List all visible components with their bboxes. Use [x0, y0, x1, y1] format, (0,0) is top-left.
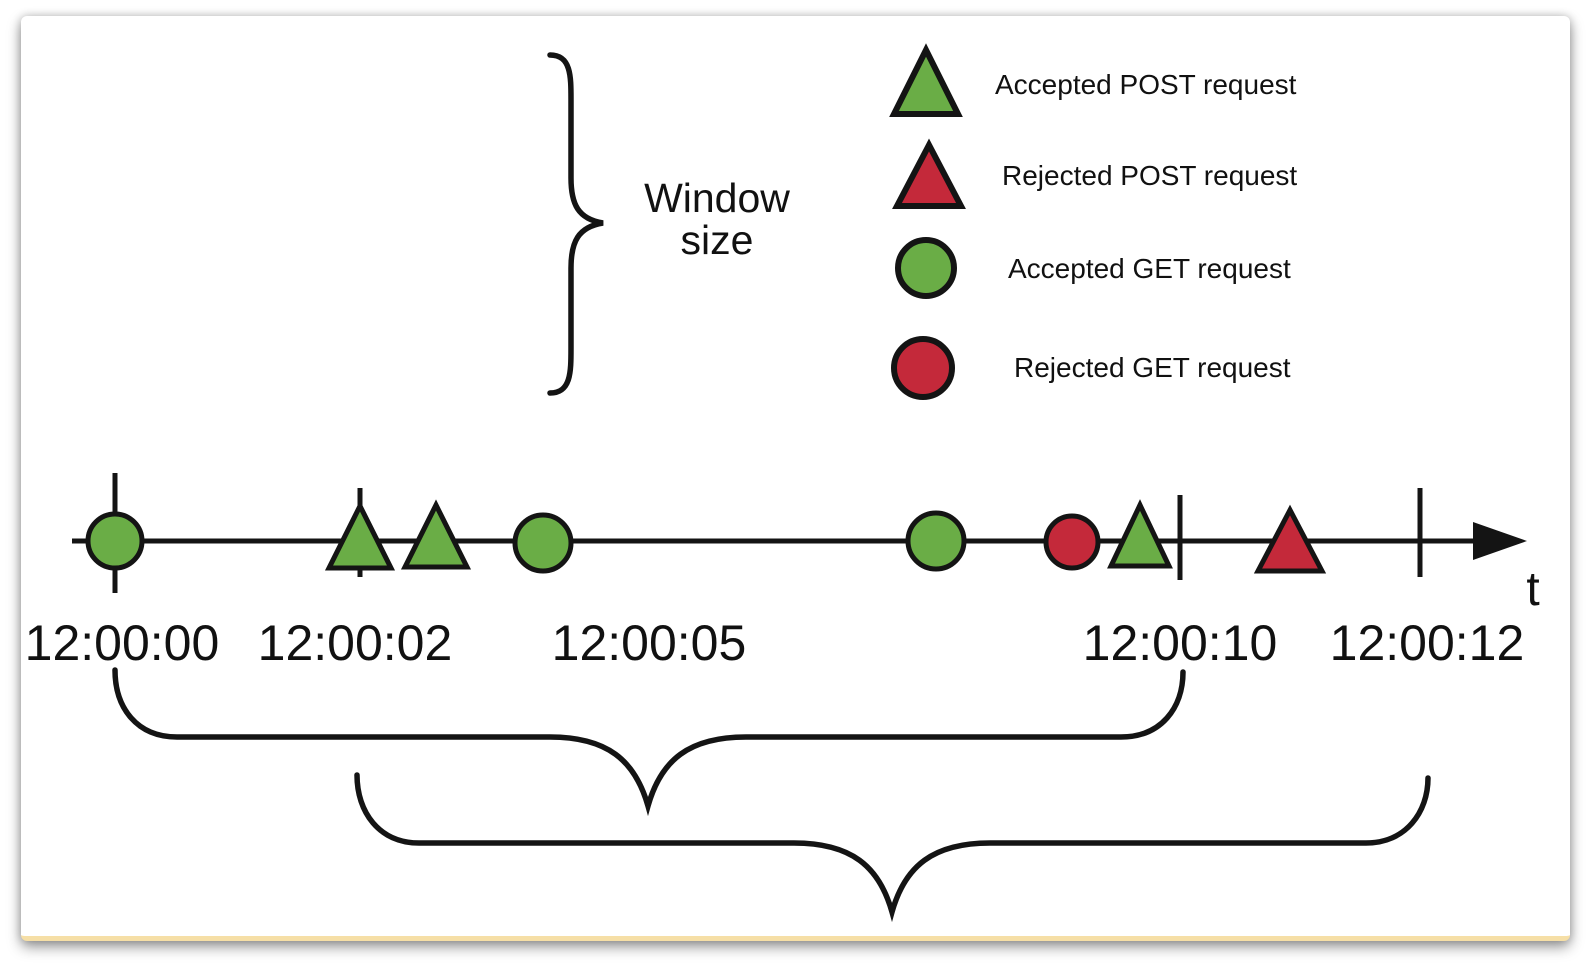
- event-2-accepted-post-icon: [324, 500, 396, 571]
- time-label-12-00-10: 12:00:10: [1083, 615, 1278, 671]
- event-1-accepted-get-icon: [85, 511, 145, 571]
- legend-accepted-get-circle-icon: [895, 237, 957, 299]
- time-labels: 12:00:00 12:00:02 12:00:05 12:00:10 12:0…: [25, 563, 1540, 671]
- t-axis-label: t: [1526, 563, 1539, 616]
- time-label-12-00-05: 12:00:05: [552, 615, 747, 671]
- event-4-accepted-get-icon: [512, 512, 574, 574]
- event-7-accepted-post-icon: [1107, 499, 1173, 569]
- legend-rejected-get-circle-icon: [891, 336, 955, 400]
- legend-label-accepted-post: Accepted POST request: [995, 69, 1297, 100]
- event-3-accepted-post-icon: [400, 499, 472, 570]
- legend: Accepted POST request Rejected POST requ…: [889, 43, 1297, 400]
- time-label-12-00-02: 12:00:02: [258, 615, 453, 671]
- legend-label-rejected-post: Rejected POST request: [1002, 160, 1297, 191]
- legend-label-accepted-get: Accepted GET request: [1008, 253, 1291, 284]
- window-size-label-line1: Window: [644, 175, 790, 221]
- time-axis: [72, 473, 1527, 593]
- event-8-rejected-post-icon: [1253, 504, 1327, 574]
- axis-arrow-icon: [1473, 522, 1527, 560]
- window-size-label-line2: size: [681, 217, 754, 263]
- time-label-12-00-00: 12:00:00: [25, 615, 220, 671]
- legend-label-rejected-get: Rejected GET request: [1014, 352, 1291, 383]
- event-6-rejected-get-icon: [1043, 513, 1101, 571]
- time-label-12-00-12: 12:00:12: [1330, 615, 1525, 671]
- legend-rejected-post-triangle-icon: [892, 138, 966, 209]
- window-1-brace-icon: [112, 667, 1186, 817]
- legend-accepted-post-triangle-icon: [889, 43, 963, 117]
- window-2-brace-icon: [354, 772, 1431, 923]
- diagram-canvas: [21, 16, 1570, 941]
- timeline-events: [85, 499, 1327, 574]
- window-size-brace-icon: [547, 52, 604, 396]
- event-5-accepted-get-icon: [905, 510, 967, 572]
